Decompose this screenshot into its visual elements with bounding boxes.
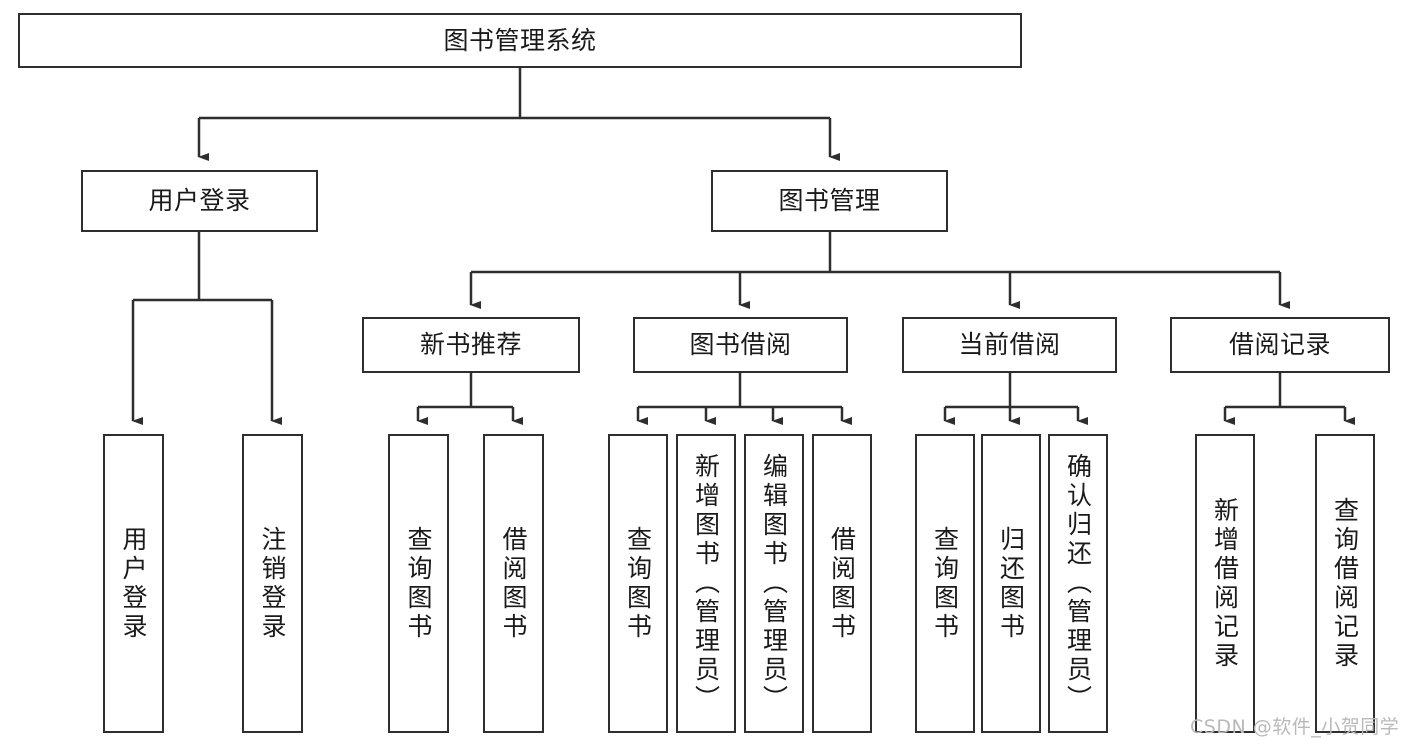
node-root-system[interactable]: 图书管理系统: [18, 13, 1022, 68]
leaf-user-login[interactable]: 用户登录: [103, 434, 164, 733]
leaf-add-book[interactable]: 新增图书（管理员）: [676, 434, 736, 733]
node-book-borrow[interactable]: 图书借阅: [633, 317, 848, 373]
csdn-watermark: CSDN @软件_小贺同学: [1190, 716, 1400, 738]
leaf-borrow-book[interactable]: 借阅图书: [812, 434, 872, 733]
node-label: 查询图书: [623, 525, 653, 642]
leaf-query-book-recommend[interactable]: 查询图书: [388, 434, 449, 733]
node-label: 用户登录: [148, 186, 251, 216]
node-label: 图书借阅: [689, 330, 792, 360]
node-label: 借阅记录: [1228, 330, 1331, 360]
node-label: 图书管理系统: [443, 25, 597, 55]
leaf-return-book[interactable]: 归还图书: [981, 434, 1041, 733]
node-book-manage[interactable]: 图书管理: [711, 170, 948, 232]
leaf-borrow-book-recommend[interactable]: 借阅图书: [483, 434, 544, 733]
leaf-confirm-return[interactable]: 确认归还（管理员）: [1048, 434, 1108, 733]
node-label: 归还图书: [996, 525, 1026, 642]
node-label: 图书管理: [778, 186, 881, 216]
node-label: 新增借阅记录: [1210, 496, 1240, 671]
node-new-book-recommend[interactable]: 新书推荐: [362, 317, 580, 373]
node-current-borrow[interactable]: 当前借阅: [902, 317, 1117, 373]
node-label: 用户登录: [119, 525, 148, 642]
leaf-query-book-current[interactable]: 查询图书: [915, 434, 975, 733]
leaf-query-borrow-record[interactable]: 查询借阅记录: [1315, 434, 1375, 733]
node-label: 确认归还（管理员）: [1063, 453, 1093, 714]
node-label: 当前借阅: [958, 330, 1061, 360]
node-label: 借阅图书: [827, 525, 857, 642]
leaf-logout-login[interactable]: 注销登录: [242, 434, 303, 733]
node-label: 编辑图书（管理员）: [759, 453, 789, 714]
leaf-edit-book[interactable]: 编辑图书（管理员）: [744, 434, 804, 733]
node-label: 注销登录: [258, 525, 287, 642]
node-borrow-record[interactable]: 借阅记录: [1170, 317, 1390, 373]
leaf-add-borrow-record[interactable]: 新增借阅记录: [1195, 434, 1255, 733]
leaf-query-book-borrow[interactable]: 查询图书: [608, 434, 668, 733]
node-label: 新增图书（管理员）: [691, 453, 721, 714]
node-user-login[interactable]: 用户登录: [81, 170, 318, 232]
node-label: 新书推荐: [419, 330, 522, 360]
node-label: 借阅图书: [499, 525, 528, 642]
node-label: 查询图书: [404, 525, 433, 642]
node-label: 查询借阅记录: [1330, 496, 1360, 671]
node-label: 查询图书: [930, 525, 960, 642]
